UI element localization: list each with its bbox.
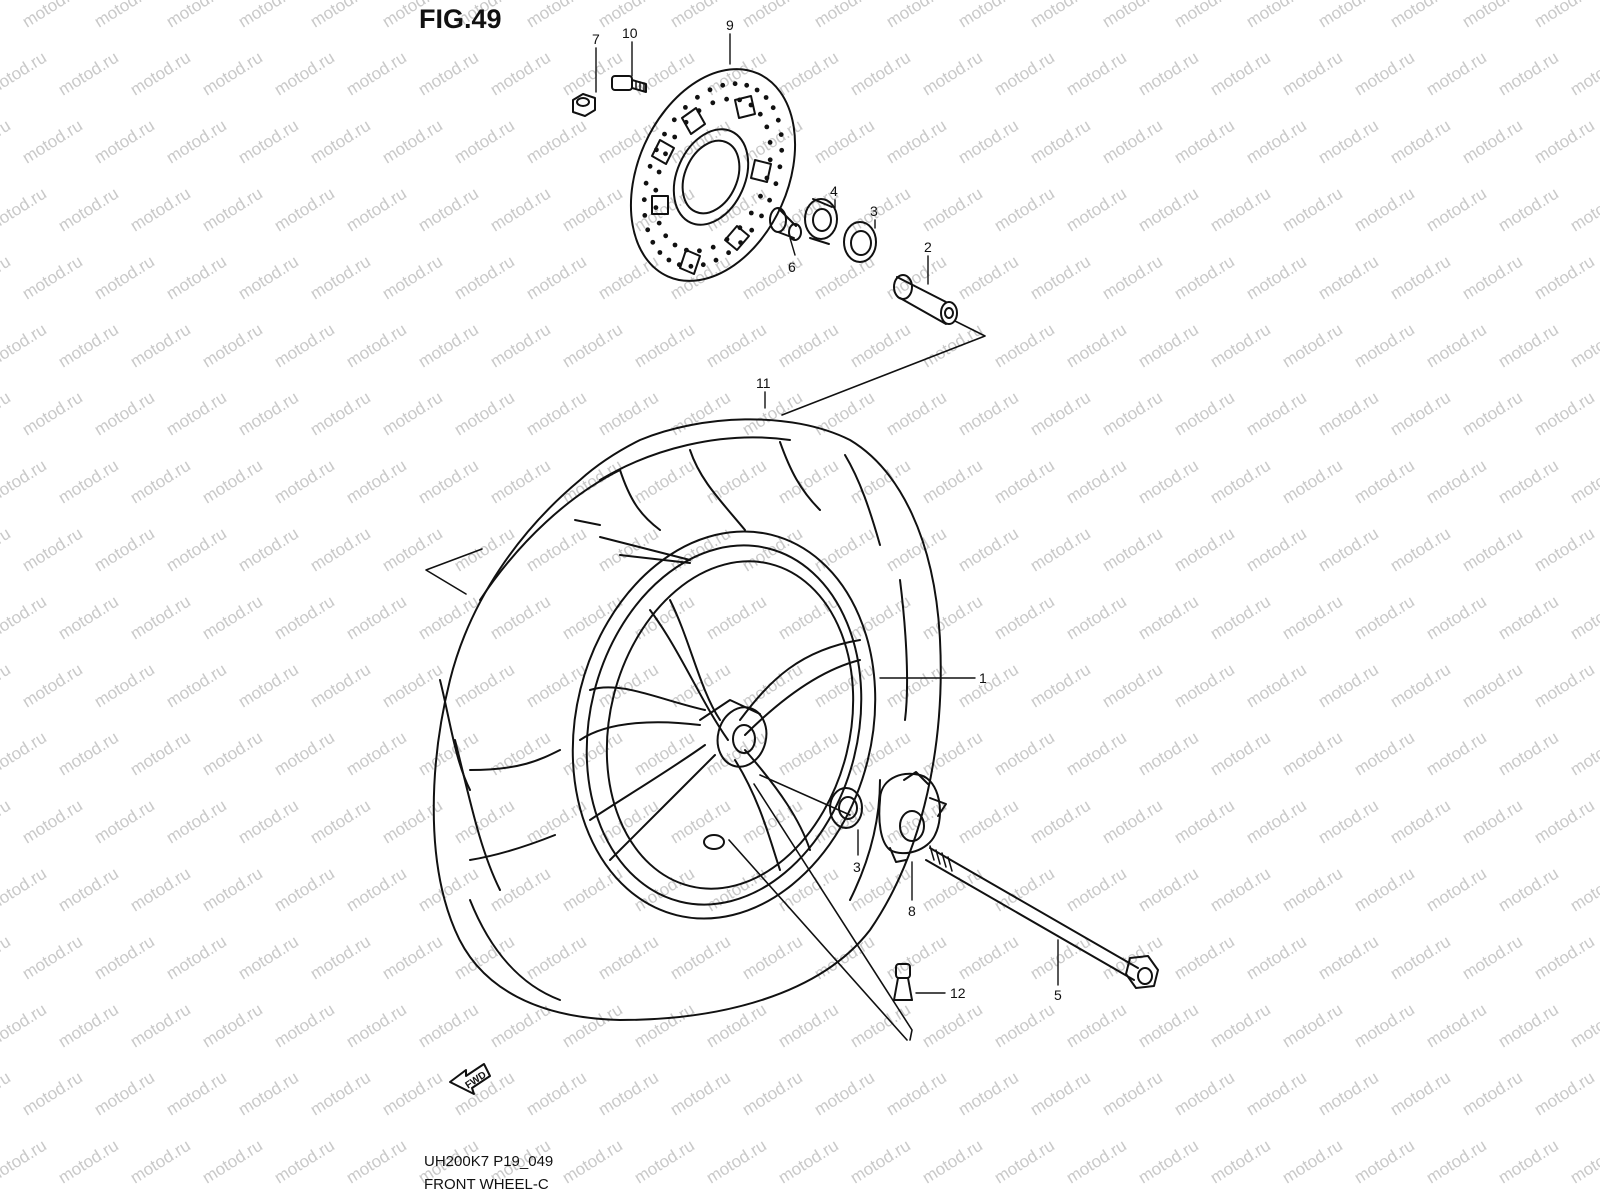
assembly-lines	[425, 320, 986, 1041]
disc-hole	[759, 213, 764, 219]
disc-hole	[683, 105, 688, 110]
disc-hole	[748, 102, 754, 108]
brake-disc	[629, 68, 797, 282]
disc-hole	[653, 187, 659, 193]
oil-seal-lower	[829, 787, 863, 829]
speedometer-gearbox	[878, 771, 947, 863]
callout-3-lower: 3	[853, 859, 861, 875]
disc-hole	[777, 164, 783, 170]
disc-hole	[662, 131, 667, 137]
disc-hole	[767, 140, 773, 145]
disc-hole	[710, 244, 716, 250]
disc-hole	[656, 220, 662, 226]
disc-hole	[779, 147, 785, 153]
disc-hole	[713, 257, 719, 263]
disc-hole	[676, 262, 682, 268]
disc-hole	[672, 242, 678, 248]
disc-hole	[654, 147, 659, 153]
disc-hole	[653, 205, 659, 211]
disc-hole	[773, 181, 779, 187]
tire	[432, 418, 942, 1021]
disc-hole	[643, 180, 649, 186]
disc-hole	[671, 117, 677, 123]
callout-7: 7	[592, 31, 600, 47]
figure-code: UH200K7 P19_049	[424, 1153, 554, 1170]
callout-3-upper: 3	[870, 203, 878, 219]
callout-8: 8	[908, 903, 916, 919]
callout-6: 6	[788, 259, 796, 275]
disc-hole	[738, 240, 743, 246]
disc-hole	[737, 97, 742, 103]
disc-hole	[724, 236, 730, 242]
disc-bolt	[611, 75, 647, 93]
disc-nut	[572, 93, 596, 117]
disc-hole	[732, 81, 738, 87]
disc-hole	[763, 95, 769, 100]
disc-hole	[724, 96, 729, 102]
disc-hole	[720, 82, 726, 88]
front-axle	[925, 845, 1159, 989]
callout-9: 9	[726, 17, 734, 33]
disc-hole	[650, 239, 656, 245]
disc-hole	[707, 87, 713, 93]
oil-seal-upper	[843, 221, 877, 263]
disc-hole	[695, 94, 700, 100]
callout-4: 4	[830, 183, 838, 199]
disc-hole	[683, 119, 689, 125]
disc-hole	[663, 233, 669, 239]
disc-hole	[748, 210, 754, 216]
tire-valve	[893, 963, 913, 1001]
disc-hole	[737, 225, 743, 231]
disc-hole	[758, 193, 763, 199]
disc-hole	[645, 227, 651, 233]
disc-hole	[764, 175, 770, 181]
callout-1: 1	[979, 670, 987, 686]
leader-lines	[595, 33, 1059, 994]
disc-hole	[641, 197, 647, 203]
bearing-upper	[804, 198, 838, 245]
disc-hole	[684, 247, 689, 253]
disc-hole	[697, 248, 702, 254]
disc-hole	[666, 257, 672, 263]
callout-11: 11	[756, 375, 771, 391]
disc-hole	[672, 134, 678, 140]
disc-hole	[767, 157, 773, 163]
disc-hole	[696, 108, 702, 114]
disc-hole	[700, 262, 706, 268]
disc-hole	[764, 124, 770, 130]
disc-hole	[663, 151, 668, 157]
disc-hole	[688, 263, 694, 269]
forward-direction-arrow: FWD	[449, 1063, 491, 1095]
disc-hole	[775, 117, 781, 123]
disc-hole	[757, 111, 763, 117]
distance-tube	[893, 274, 958, 325]
disc-hole	[710, 100, 716, 106]
disc-hole	[770, 105, 776, 111]
disc-hole	[749, 227, 755, 233]
disc-hole	[726, 250, 731, 256]
disc-hole	[642, 213, 648, 218]
callout-5: 5	[1054, 987, 1062, 1003]
disc-hole	[754, 87, 760, 93]
disc-hole	[647, 163, 653, 169]
spacer	[769, 207, 802, 241]
disc-hole	[744, 82, 750, 88]
figure-title: FIG.49	[419, 4, 502, 34]
wheel-rim	[571, 530, 877, 920]
disc-hole	[656, 169, 662, 175]
callout-10: 10	[622, 25, 638, 41]
figure-name: FRONT WHEEL-C	[424, 1176, 549, 1193]
disc-hole	[767, 197, 772, 203]
disc-hole	[657, 250, 663, 255]
callout-2: 2	[924, 239, 932, 255]
callout-12: 12	[950, 985, 966, 1001]
callout-numbers: 1 2 3 3 4 5 6 7 8 9 10 11 12	[592, 17, 1062, 1003]
disc-hole	[778, 132, 784, 138]
